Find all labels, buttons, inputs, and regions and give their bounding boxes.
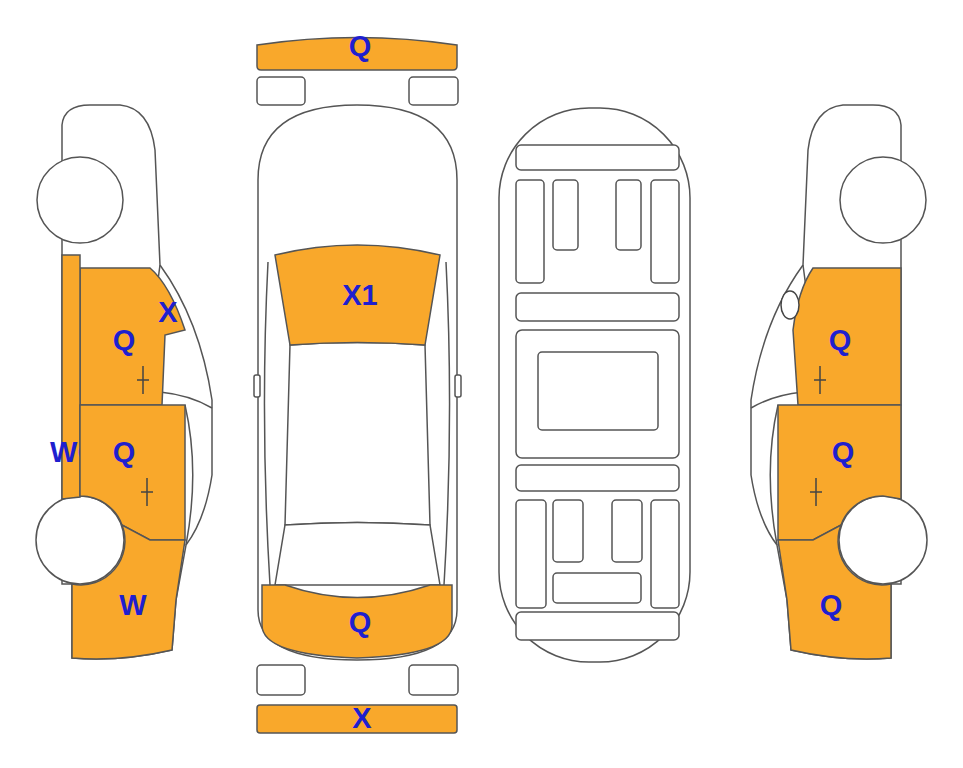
damage-code: Q xyxy=(832,438,855,467)
panel-fill xyxy=(262,585,452,658)
damage-code: X xyxy=(352,704,371,733)
panel-fill xyxy=(80,268,185,405)
damaged-panel: W xyxy=(70,520,186,662)
panel-fill xyxy=(778,525,891,659)
damage-code: X1 xyxy=(342,281,377,310)
damage-code: Q xyxy=(349,608,372,637)
damage-code: Q xyxy=(829,326,852,355)
damaged-panel: Q xyxy=(777,520,893,662)
panel-fill xyxy=(793,268,901,405)
damage-code: Q xyxy=(113,438,136,467)
panel-detail xyxy=(781,291,799,319)
panel-fill xyxy=(72,525,185,659)
panel-shape xyxy=(777,404,901,541)
damaged-panel: Q xyxy=(791,268,901,406)
panel-fill xyxy=(275,245,440,345)
damaged-panel: X1 xyxy=(272,235,442,347)
panel-detail xyxy=(814,366,826,394)
damaged-panel: Q xyxy=(261,584,453,660)
damaged-panel: Q xyxy=(777,404,901,541)
damaged-panel: X xyxy=(256,704,458,734)
damage-code: Q xyxy=(820,591,843,620)
damaged-panel: XQ xyxy=(78,268,186,406)
damaged-panel: Q xyxy=(257,32,457,72)
damage-code: W xyxy=(119,591,146,620)
damage-code: Q xyxy=(349,32,372,61)
damage-code: X xyxy=(158,298,177,327)
panel-detail xyxy=(141,478,153,506)
panel-fill xyxy=(80,405,185,540)
damage-code: Q xyxy=(113,326,136,355)
damaged-panel: Q xyxy=(78,404,186,541)
panel-fill xyxy=(778,405,901,540)
panel-detail xyxy=(137,366,149,394)
panel-detail xyxy=(810,478,822,506)
side-view-car xyxy=(36,105,212,659)
underside-view-car xyxy=(499,108,690,662)
top-view-car xyxy=(254,77,461,695)
side-view-car xyxy=(751,105,927,659)
panel-shape xyxy=(78,404,186,541)
